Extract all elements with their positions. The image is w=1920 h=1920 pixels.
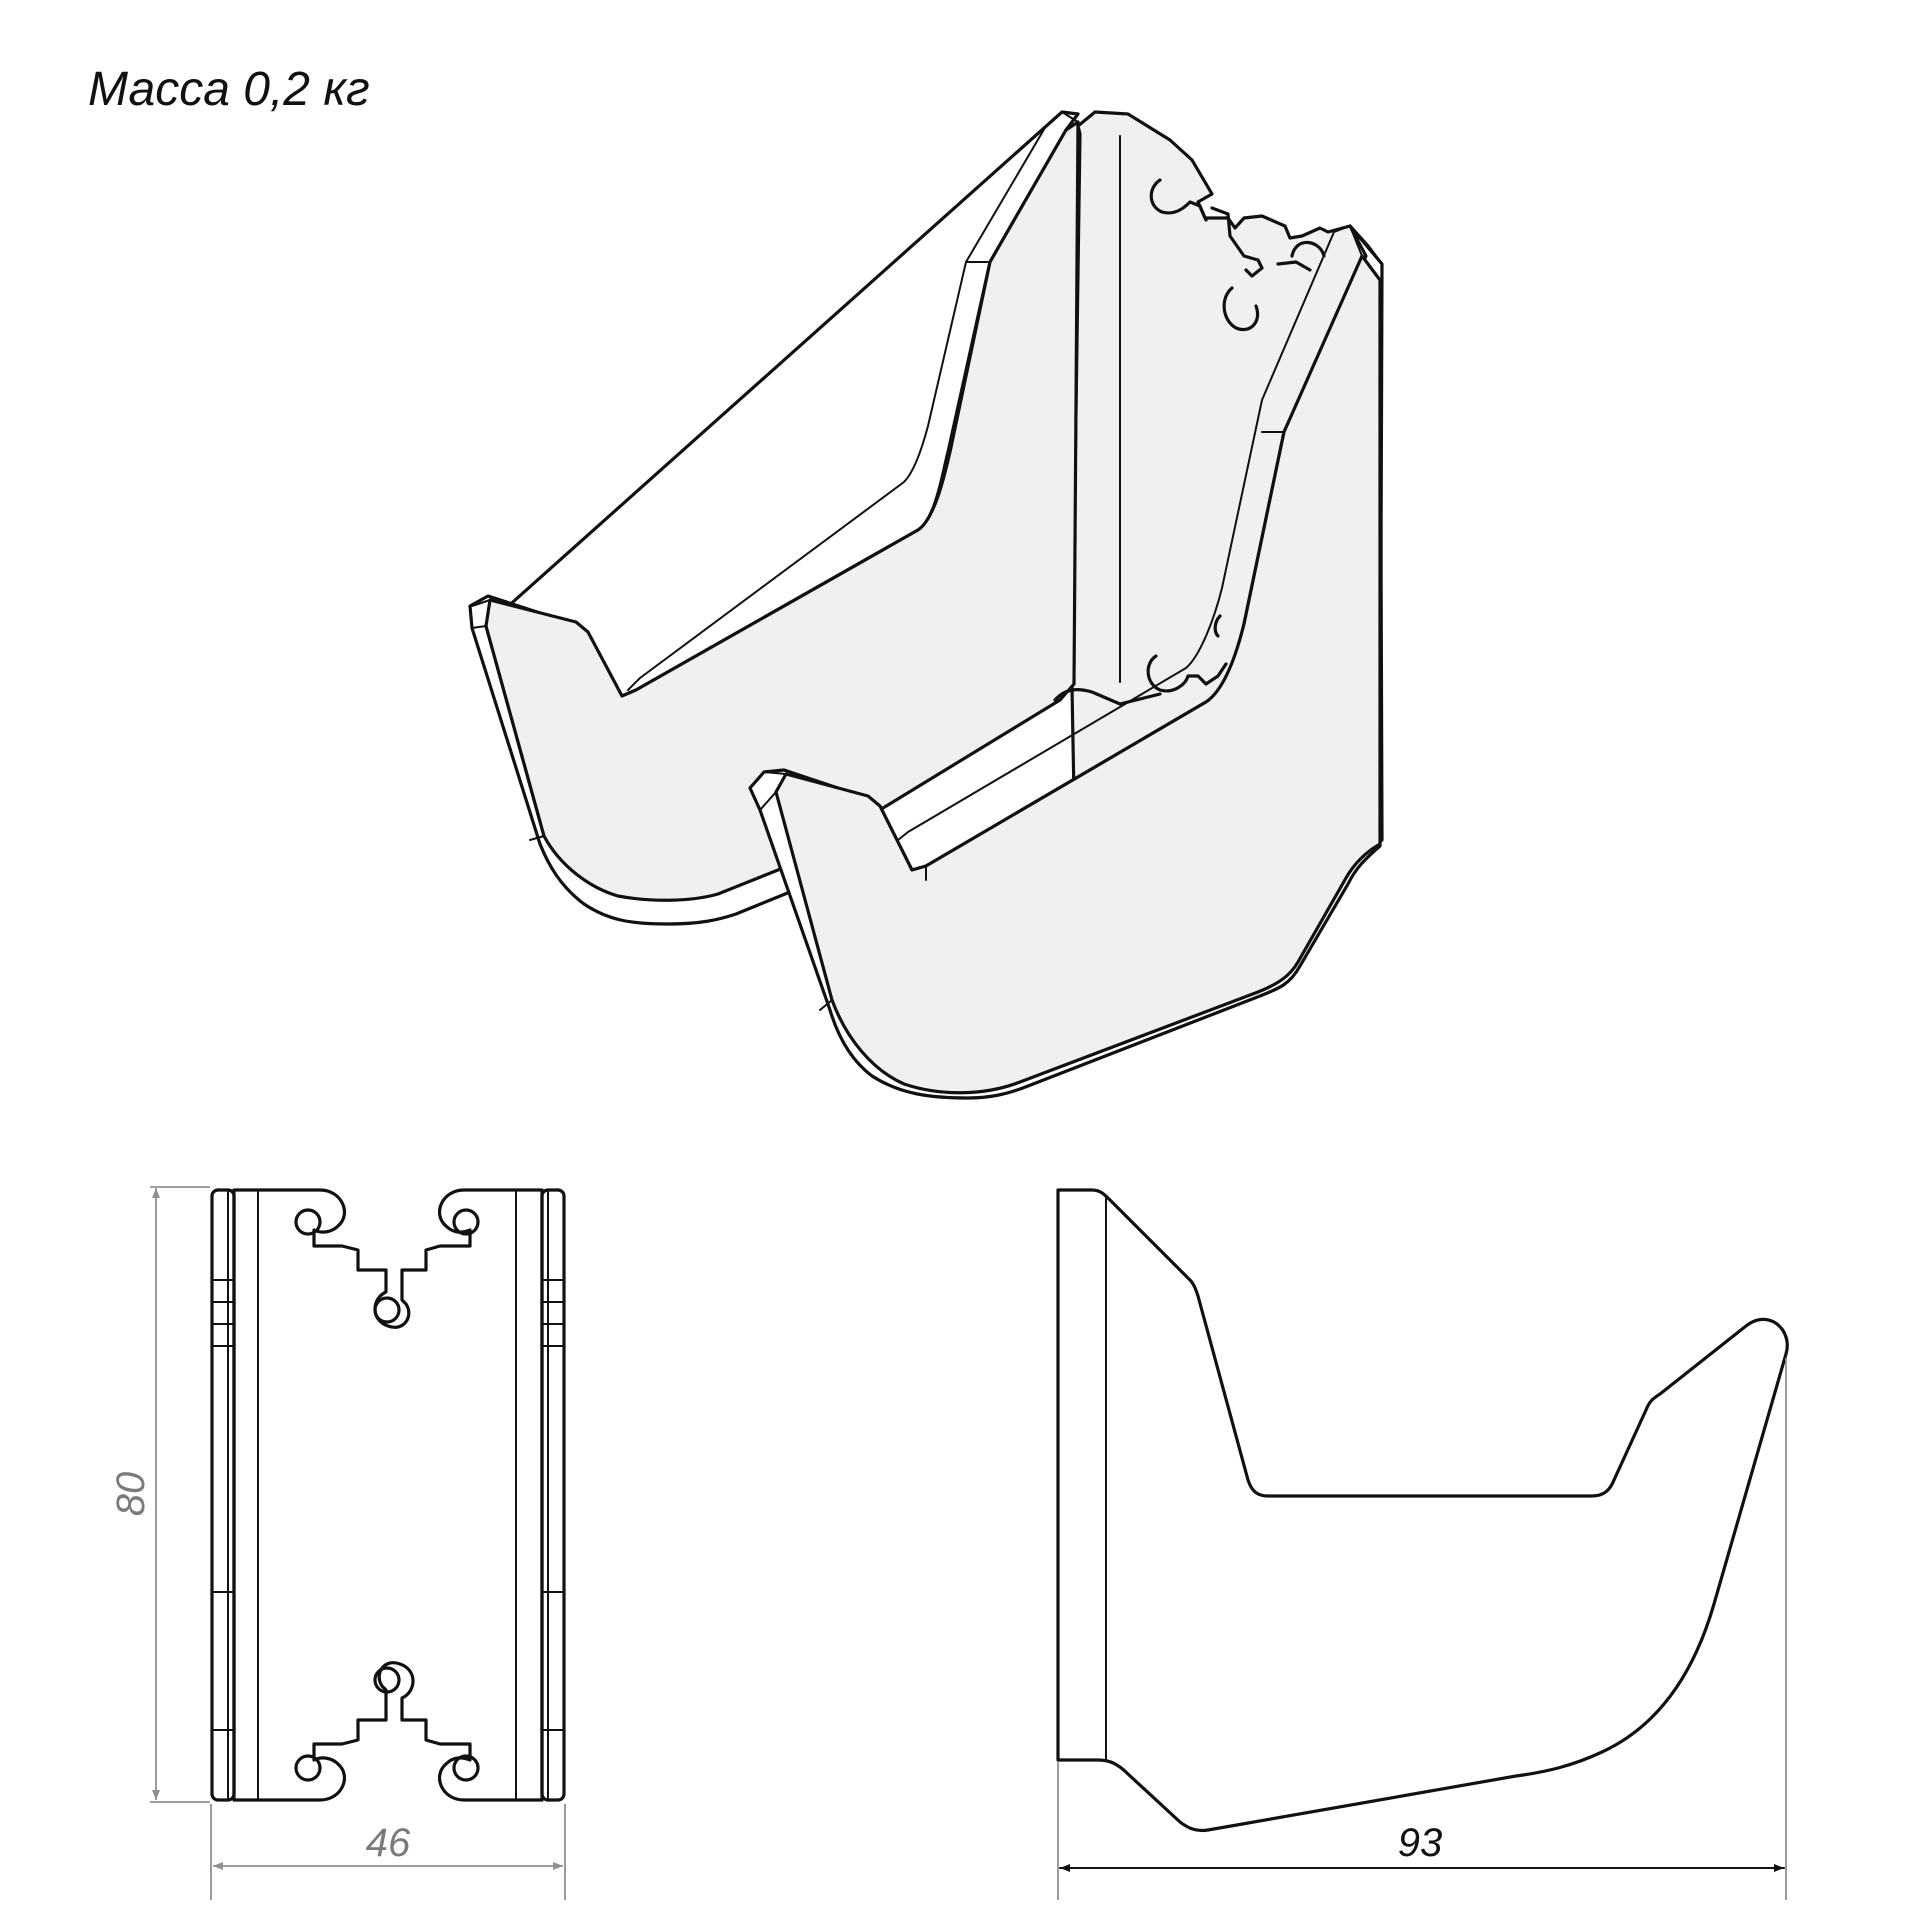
dimension-height: 80 <box>109 1186 210 1803</box>
side-profile <box>1056 1188 1789 1833</box>
front-view <box>210 1188 566 1802</box>
height-dimension-label: 80 <box>109 1472 153 1517</box>
isometric-view <box>468 110 1384 1100</box>
front-plate <box>232 1188 544 1802</box>
depth-dimension-label: 93 <box>1398 1821 1443 1865</box>
dimension-width: 46 <box>210 1804 566 1900</box>
width-dimension-label: 46 <box>366 1821 411 1865</box>
mass-label: Масса 0,2 кг <box>88 63 370 116</box>
dimension-depth: 93 <box>1057 1358 1787 1900</box>
side-view <box>1056 1188 1789 1833</box>
